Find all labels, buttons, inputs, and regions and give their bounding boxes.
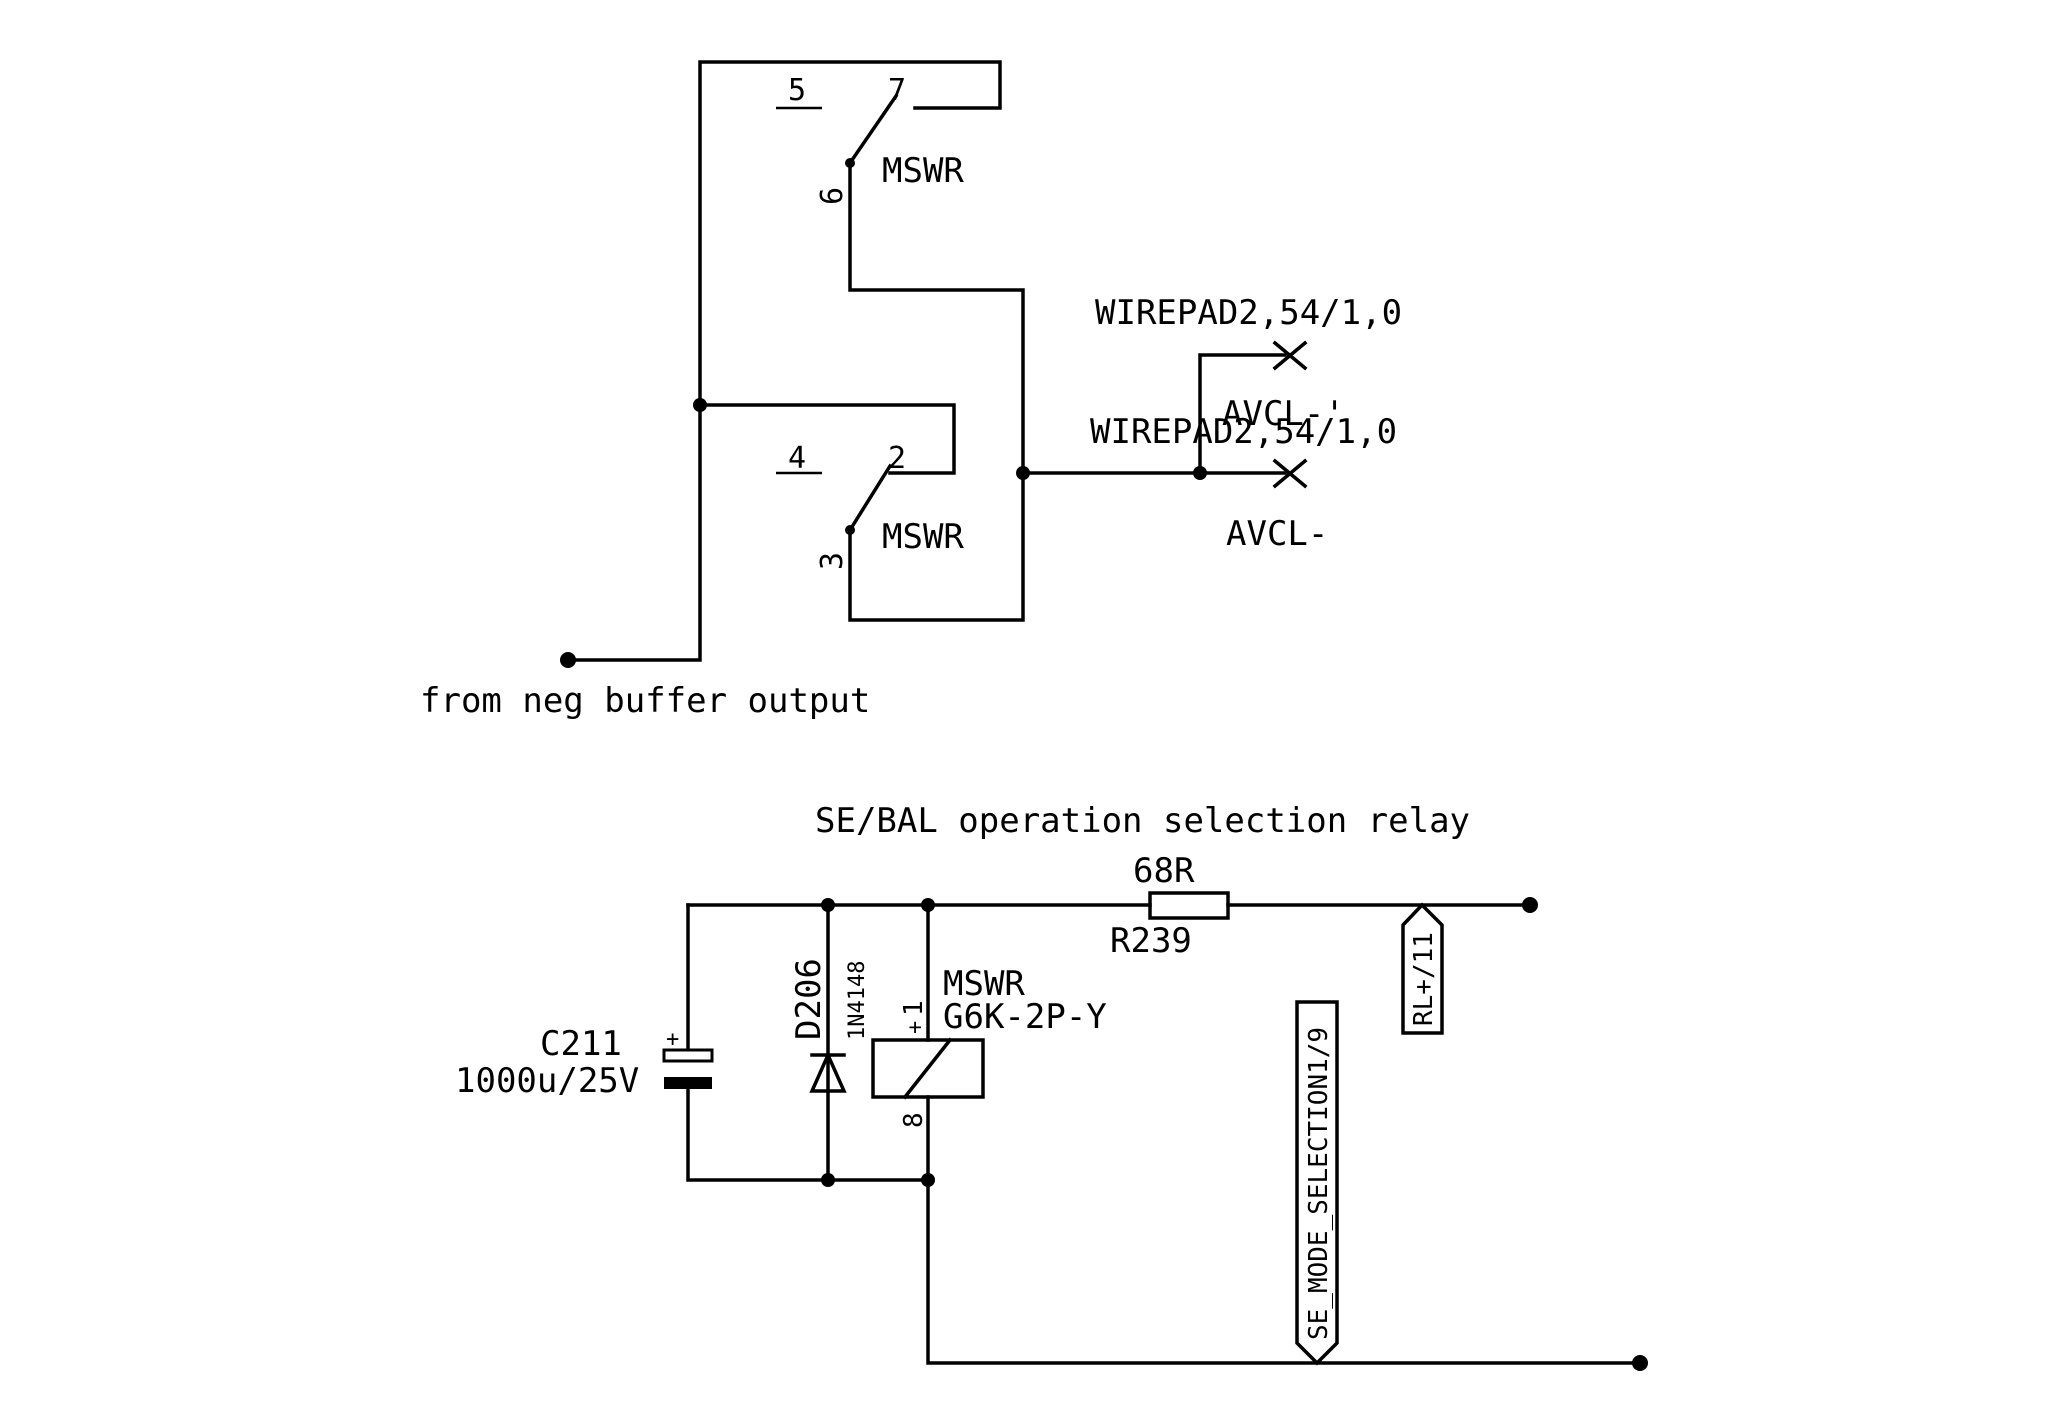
capacitor-plate-pos <box>662 1048 714 1063</box>
wirepad-upper-name: AVCL-' <box>1222 394 1345 434</box>
upper-relay-name: MSWR <box>882 151 964 191</box>
wirepad-lower-name: AVCL- <box>1226 514 1328 554</box>
capacitor-name: C211 <box>540 1024 622 1064</box>
junction-wirepad <box>1193 466 1207 480</box>
net-se-label: SE_MODE_SELECTION1/9 <box>1304 1027 1334 1340</box>
relay-pin-bottom: 8 <box>899 1112 929 1128</box>
wire-pin6 <box>848 161 1025 622</box>
diode-name: D206 <box>789 958 829 1040</box>
resistor-r239 <box>1148 891 1230 920</box>
net-rl-label: RL+/11 <box>1409 932 1439 1026</box>
junction-bus <box>693 398 707 412</box>
se-terminal <box>1632 1355 1648 1371</box>
pin-3-label: 3 <box>815 552 850 570</box>
net-flag-rl <box>1401 902 1444 1035</box>
lower-switch-blade <box>847 463 893 533</box>
pin-6-label: 6 <box>815 187 850 205</box>
capacitor-polarity: + <box>666 1027 679 1052</box>
wirepad-upper-value: WIREPAD2,54/1,0 <box>1095 293 1402 333</box>
net-flag-se <box>1295 1000 1339 1366</box>
diode-d206 <box>809 1050 847 1093</box>
junction-diode-top <box>821 898 835 912</box>
relay-coil <box>871 1038 985 1099</box>
resistor-value: 68R <box>1133 851 1195 891</box>
input-terminal <box>560 652 576 668</box>
capacitor-plate-neg <box>664 1077 712 1089</box>
pin-4-label: 4 <box>788 441 806 476</box>
wirepad-lower-value: WIREPAD2,54/1,0 <box>1090 412 1397 452</box>
relay-name: MSWR <box>943 964 1025 1004</box>
rl-terminal <box>1522 897 1538 913</box>
lower-relay-name: MSWR <box>882 517 964 557</box>
junction-relay-top <box>921 898 935 912</box>
capacitor-value: 1000u/25V <box>455 1061 639 1101</box>
wirepad-cross-upper <box>1272 340 1308 371</box>
wire-wirepad-upper <box>1198 353 1287 475</box>
pin-2-label: 2 <box>888 441 906 476</box>
circuit-title: SE/BAL operation selection relay <box>815 801 1470 841</box>
pin-5-label: 5 <box>788 73 806 108</box>
upper-switch-blade <box>847 93 899 166</box>
diode-value: 1N4148 <box>845 961 870 1040</box>
relay-contacts-section: 5 7 6 MSWR 4 2 3 MSWR WIREPAD2,54/1,0 AV… <box>420 60 1402 721</box>
relay-coil-section: SE/BAL operation selection relay + C211 … <box>455 801 1648 1371</box>
junction-diode-bottom <box>821 1173 835 1187</box>
wirepad-cross-lower <box>1272 458 1308 489</box>
wire-relay-coil <box>926 903 1642 1365</box>
relay-pin-top-mark: + <box>903 1021 928 1034</box>
pin-7-label: 7 <box>888 73 906 108</box>
wire-branch-lower <box>698 403 956 475</box>
wire-cap <box>686 903 930 1182</box>
input-label: from neg buffer output <box>420 681 870 721</box>
resistor-name: R239 <box>1110 921 1192 961</box>
relay-pin-top: 1 <box>899 1000 929 1016</box>
junction-output <box>1016 466 1030 480</box>
lower-switch-pivot <box>845 525 855 535</box>
relay-value: G6K-2P-Y <box>943 997 1107 1037</box>
relay-coil-slash <box>902 1037 953 1100</box>
junction-relay-bottom <box>921 1173 935 1187</box>
wire-input-bus <box>566 60 1002 662</box>
